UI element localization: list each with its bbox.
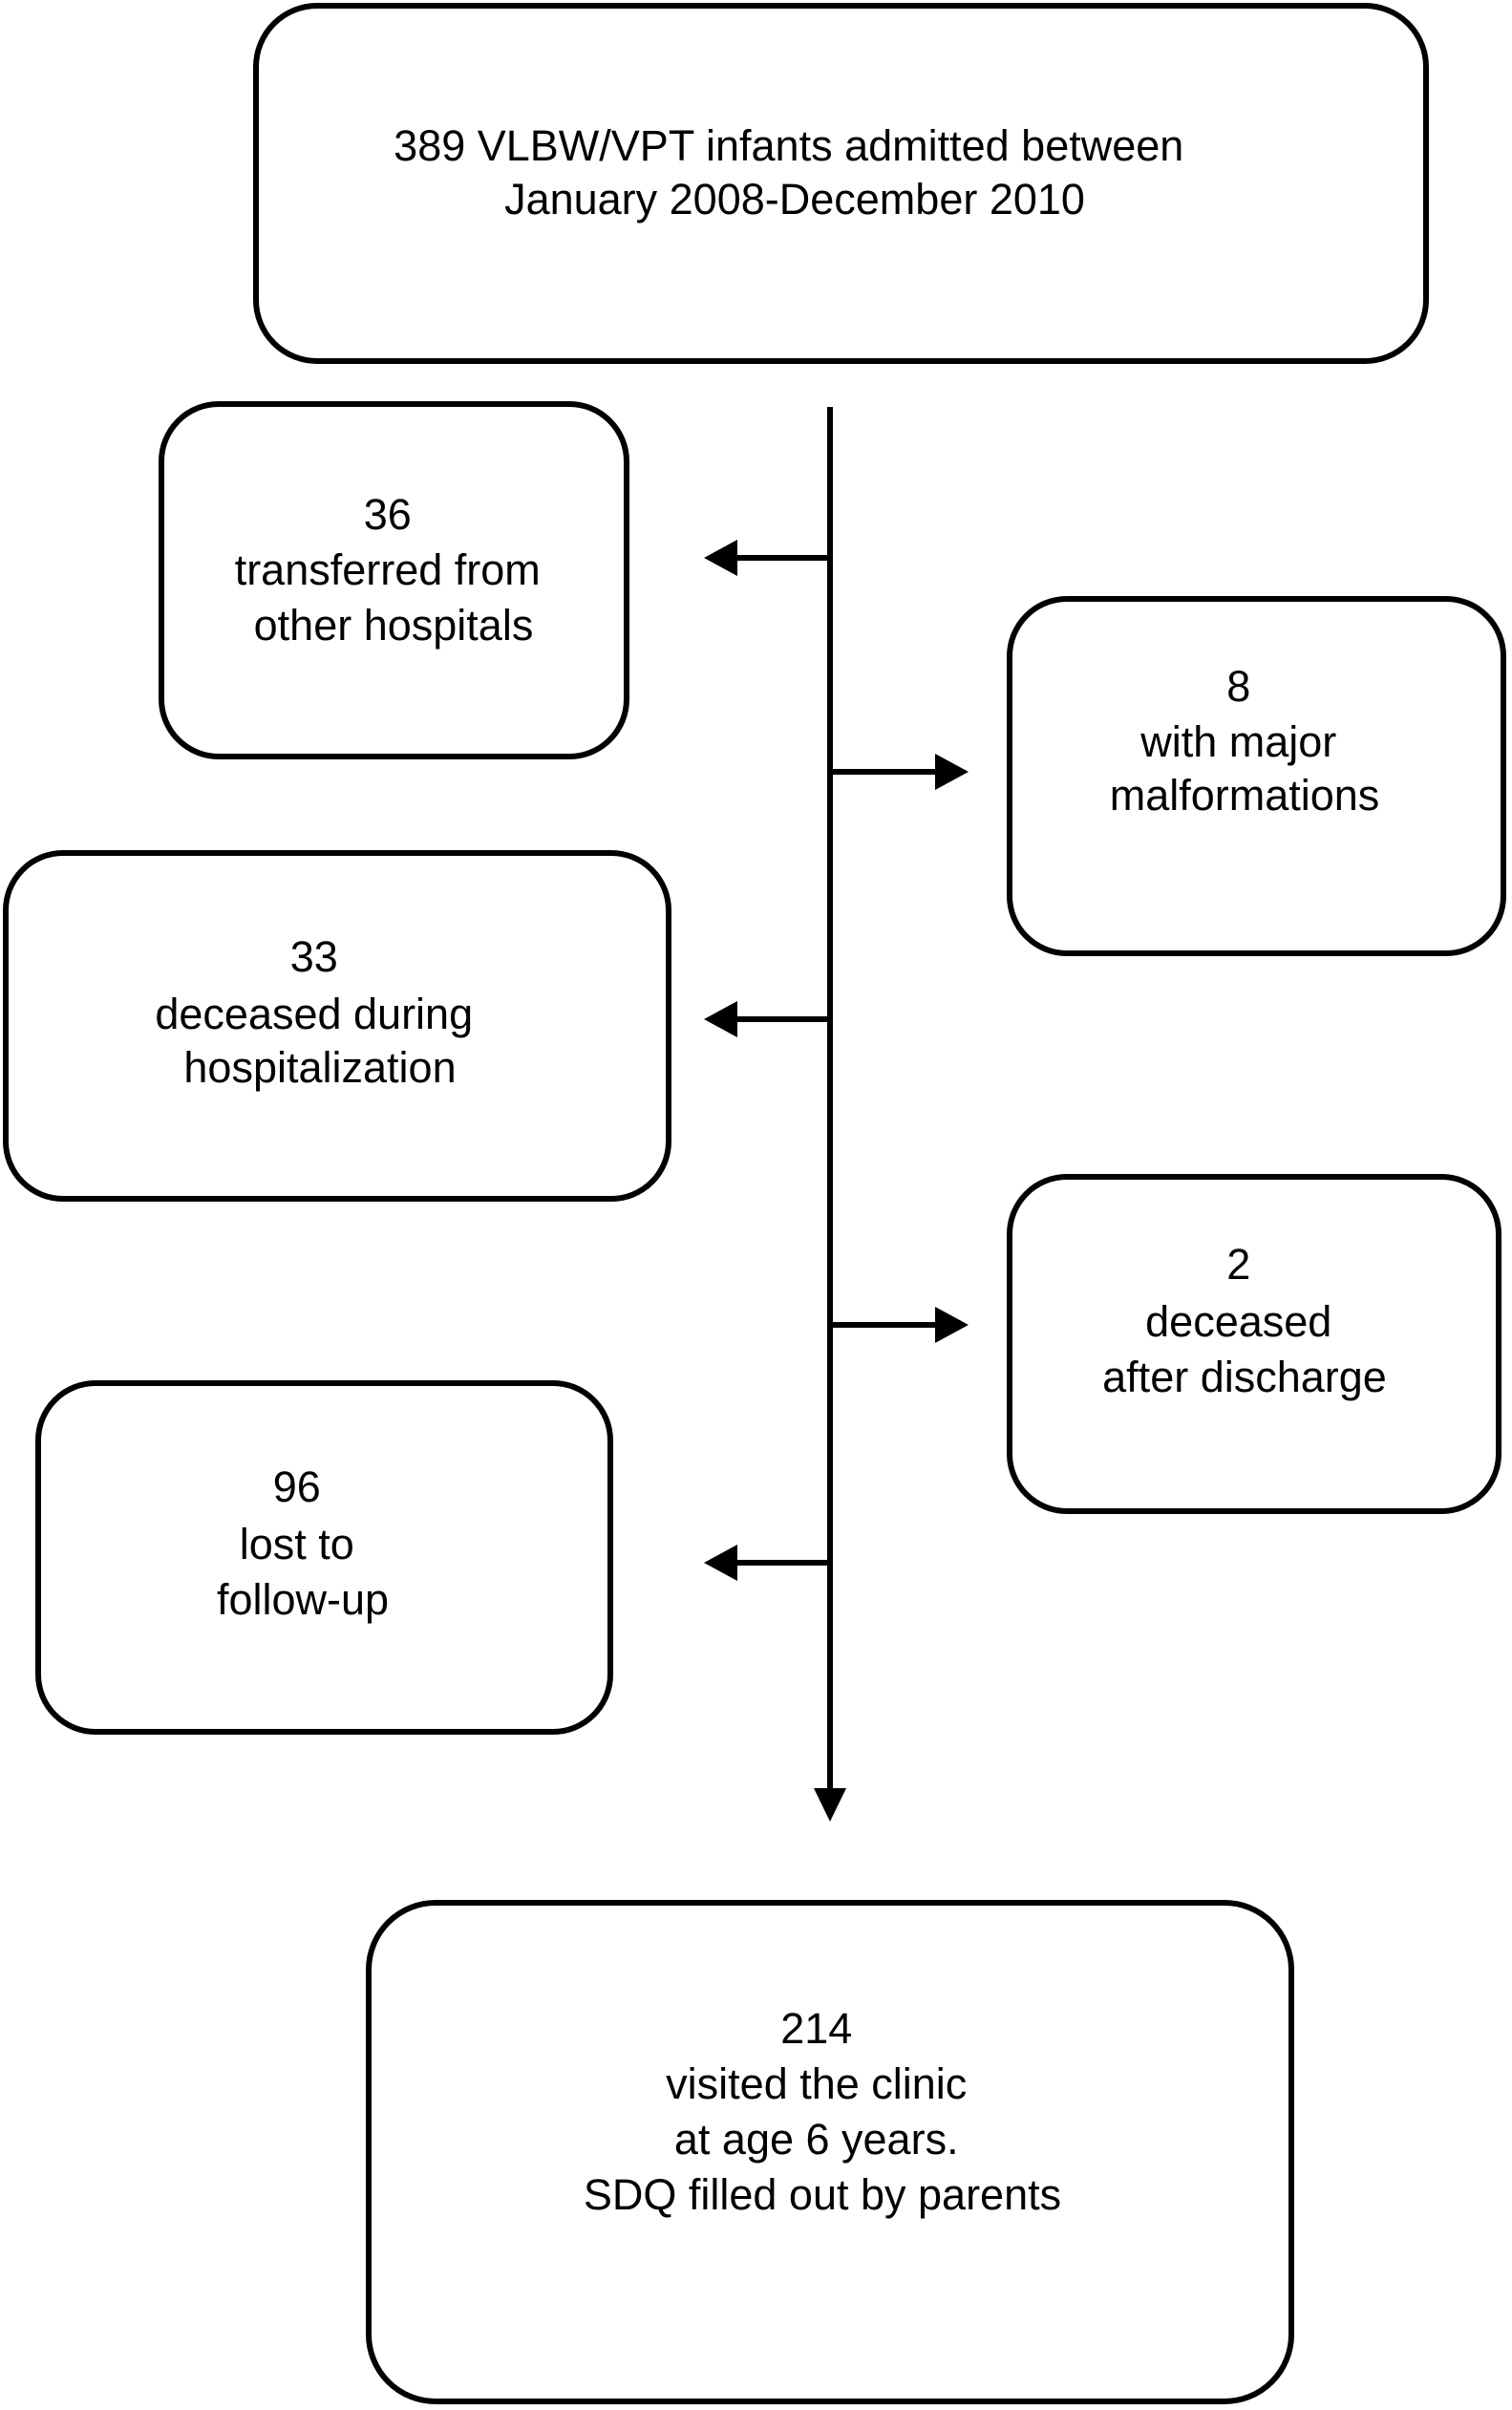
lost-followup-exclusion: 96 lost to follow-up (35, 1380, 830, 1735)
deceased-discharge-box-frame (1007, 1174, 1501, 1514)
admitted-line-2: January 2008-December 2010 (504, 175, 1085, 224)
malformations-exclusion: 8 with major malformations (830, 596, 1506, 956)
deceased-hospitalization-line-2: hospitalization (183, 1043, 456, 1092)
transferred-arrowhead (704, 540, 737, 576)
deceased-hospitalization-exclusion: 33 deceased during hospitalization (3, 850, 830, 1202)
malformations-count: 8 (1226, 662, 1250, 711)
malformations-text: 8 with major malformations (1110, 662, 1380, 820)
transferred-exclusion: 36 transferred from other hospitals (159, 401, 830, 759)
deceased-hospitalization-count: 33 (290, 932, 338, 981)
final-cohort-text: 214 visited the clinic at age 6 years. S… (584, 2004, 1061, 2219)
malformations-line-2: malformations (1110, 771, 1380, 820)
transferred-line-1: transferred from (235, 545, 541, 594)
admitted-text: 389 VLBW/VPT infants admitted between Ja… (394, 121, 1196, 224)
deceased-hospitalization-line-1: deceased during (155, 990, 473, 1038)
deceased-hospitalization-arrowhead (704, 1001, 737, 1037)
lost-followup-text: 96 lost to follow-up (217, 1462, 389, 1624)
deceased-discharge-arrowhead (935, 1307, 969, 1343)
final-cohort-line-1: visited the clinic (666, 2059, 967, 2108)
lost-followup-line-2: follow-up (217, 1575, 389, 1624)
lost-followup-arrowhead (704, 1545, 737, 1581)
deceased-discharge-line-1: deceased (1145, 1297, 1331, 1346)
deceased-discharge-exclusion: 2 deceased after discharge (830, 1174, 1501, 1514)
malformations-arrowhead (935, 754, 969, 790)
final-cohort-box-frame (366, 1900, 1294, 2404)
deceased-hospitalization-box-frame (3, 850, 671, 1202)
lost-followup-box-frame (35, 1380, 613, 1735)
malformations-box-frame (1007, 596, 1506, 956)
down-arrowhead (814, 1788, 846, 1822)
lost-followup-line-1: lost to (240, 1520, 354, 1568)
deceased-discharge-count: 2 (1226, 1240, 1250, 1289)
final-cohort-count: 214 (780, 2004, 852, 2053)
deceased-discharge-text: 2 deceased after discharge (1102, 1240, 1387, 1401)
final-cohort-line-2: at age 6 years. (674, 2115, 959, 2164)
lost-followup-count: 96 (273, 1462, 321, 1511)
admitted-box: 389 VLBW/VPT infants admitted between Ja… (253, 3, 1429, 364)
transferred-box-frame (159, 401, 629, 759)
deceased-discharge-line-2: after discharge (1102, 1353, 1387, 1401)
transferred-count: 36 (364, 490, 412, 539)
admitted-line-1: 389 VLBW/VPT infants admitted between (394, 121, 1183, 170)
malformations-line-1: with major (1139, 717, 1336, 766)
deceased-hospitalization-text: 33 deceased during hospitalization (155, 932, 484, 1092)
transferred-text: 36 transferred from other hospitals (235, 490, 553, 650)
final-cohort-line-3: SDQ filled out by parents (584, 2170, 1061, 2219)
admitted-box-frame (253, 3, 1429, 364)
transferred-line-2: other hospitals (254, 601, 534, 650)
final-cohort-box: 214 visited the clinic at age 6 years. S… (366, 1900, 1294, 2404)
